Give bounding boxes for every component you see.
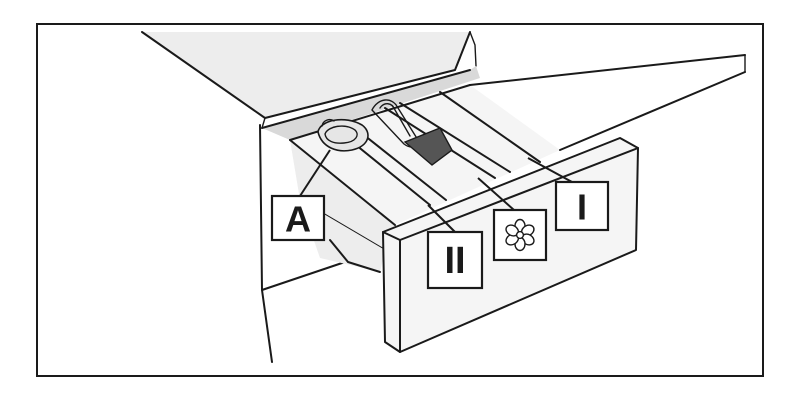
- leader-a: [299, 149, 331, 197]
- machine-body: [259, 31, 477, 363]
- leader-i: [527, 157, 573, 183]
- siphon-cap-a: [317, 118, 369, 152]
- drawer-tray: [289, 54, 746, 273]
- callout-ii-label: II: [444, 240, 465, 282]
- machine-top: [141, 31, 471, 129]
- flower-icon: [505, 218, 535, 252]
- callout-a: A: [270, 194, 326, 242]
- leader-lines: [299, 149, 573, 233]
- leader-ii: [427, 204, 456, 233]
- leader-softener: [477, 177, 515, 211]
- callout-i: I: [554, 180, 610, 232]
- callout-ii: II: [426, 230, 484, 290]
- callout-i-label: I: [577, 187, 587, 228]
- drawer-opening: [261, 66, 480, 140]
- callout-softener: [492, 208, 548, 262]
- callout-a-label: A: [285, 199, 311, 240]
